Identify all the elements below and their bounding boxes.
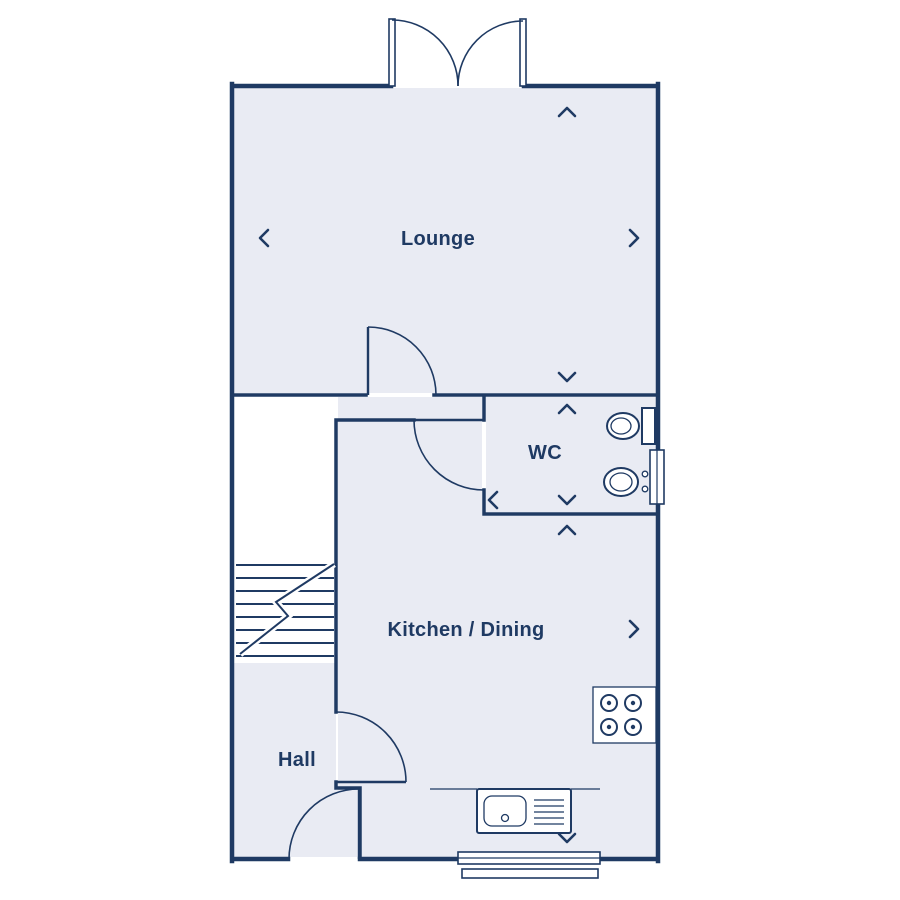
sink-icon (430, 788, 600, 834)
wc-label: WC (528, 442, 562, 464)
lounge-label: Lounge (401, 228, 475, 250)
front-door-swing (288, 788, 360, 860)
hob-burner-3-center (606, 724, 612, 730)
stairs (236, 561, 336, 657)
hob-burner-1-center (606, 700, 612, 706)
chevron-down-icon (557, 494, 577, 506)
lounge-door (366, 326, 437, 396)
internal-walls (230, 393, 660, 861)
sink-bowl (483, 795, 527, 827)
kitchen-door-swing (335, 711, 407, 783)
french-door-right-swing (457, 20, 524, 87)
hall-floor (234, 663, 360, 857)
wc-window (649, 449, 665, 505)
outer-walls (229, 81, 661, 864)
kitchen-window (457, 851, 601, 879)
french-door-left-swing (391, 19, 459, 87)
french-doors (388, 18, 527, 87)
chevron-up-icon (557, 106, 577, 118)
hob-counter (592, 686, 657, 744)
lounge-door-swing (367, 326, 437, 396)
exterior-sill (461, 868, 599, 879)
hob-burner-2-center (630, 700, 636, 706)
toilet-bowl-inner (610, 417, 632, 435)
basin-icon (603, 467, 649, 497)
hob-icon (592, 686, 657, 744)
hob-burner-4-center (630, 724, 636, 730)
lounge-floor (234, 88, 656, 393)
basin-tap-1 (641, 470, 649, 478)
kitchen-dining-label: Kitchen / Dining (387, 619, 544, 641)
chevron-up-icon (557, 403, 577, 415)
sink-drain (500, 813, 510, 823)
kitchen-door (335, 711, 407, 784)
markers (258, 106, 640, 844)
chevron-right-icon (628, 228, 640, 248)
toilet-cistern (641, 407, 656, 445)
room-floors (234, 88, 656, 857)
wc-door-swing (413, 419, 485, 491)
hall-label: Hall (278, 749, 316, 771)
basin-tap-2 (641, 485, 649, 493)
chevron-up-icon (557, 524, 577, 536)
chevron-left-icon (487, 490, 499, 510)
room-labels: Lounge WC Kitchen / Dining Hall (278, 228, 562, 771)
chevron-down-icon (557, 832, 577, 844)
basin-bowl-inner (609, 472, 633, 492)
stair-break-line (239, 563, 335, 655)
sink-drainer-ribs (534, 799, 564, 825)
chevron-left-icon (258, 228, 270, 248)
chevron-right-icon (628, 619, 640, 639)
kitchen-floor (338, 397, 656, 857)
french-door-right-leaf (519, 18, 527, 87)
wc-door (413, 418, 485, 491)
toilet-icon (606, 407, 656, 445)
chevron-down-icon (557, 371, 577, 383)
french-door-left-leaf (388, 18, 396, 87)
front-door (288, 788, 361, 860)
